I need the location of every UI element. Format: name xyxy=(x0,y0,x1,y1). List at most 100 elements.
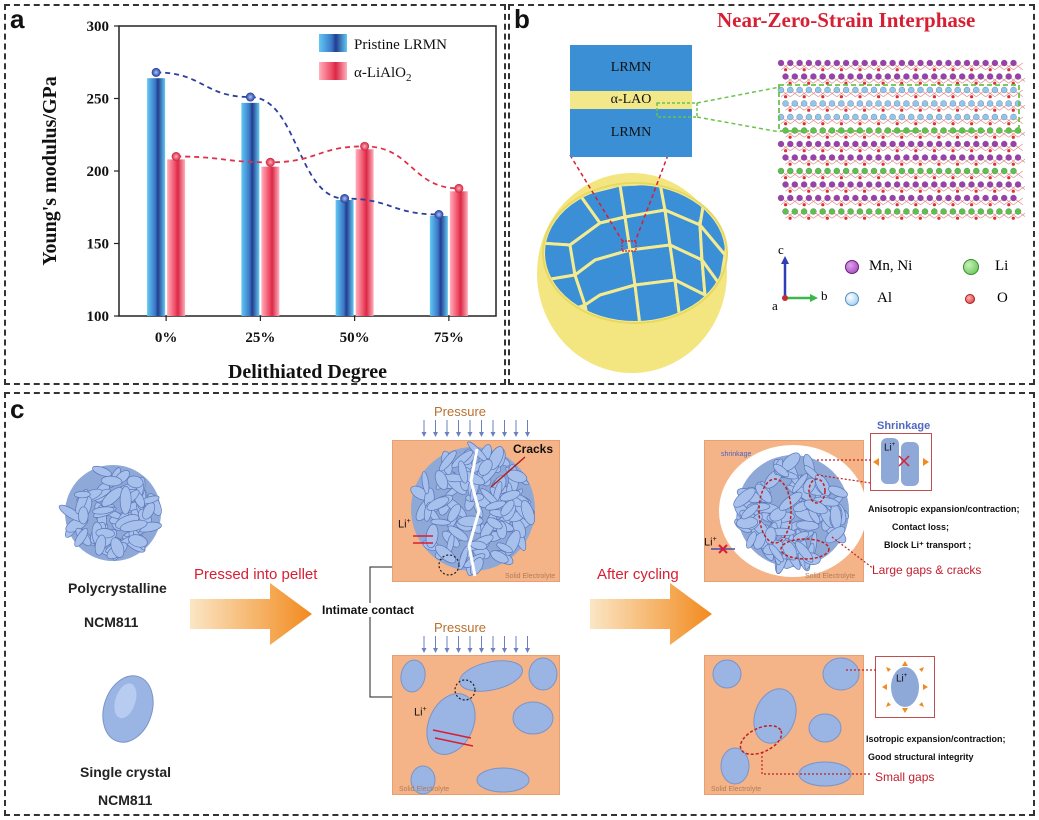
particle-illustration xyxy=(537,173,728,373)
shrinkage-label: Shrinkage xyxy=(877,420,931,432)
single-crystal-particle xyxy=(102,675,154,743)
pressure-top-label: Pressure xyxy=(434,404,487,419)
pressure-top-arrows xyxy=(421,420,530,437)
shrinkage-li: Li+ xyxy=(884,442,896,454)
bar-lialo2 xyxy=(449,191,468,316)
dot-pristine xyxy=(151,67,161,77)
axes-indicator xyxy=(781,256,818,302)
mn-ni-label: Mn, Ni xyxy=(869,258,913,274)
o-label: O xyxy=(997,290,1008,306)
poly-label-1: Polycrystalline xyxy=(68,580,167,596)
layer-alao-label: α-LAO xyxy=(610,92,652,107)
cycled-bottom-connector xyxy=(846,669,876,671)
bar-lialo2 xyxy=(261,166,280,316)
cracks-label: Cracks xyxy=(513,442,554,456)
polycrystalline-particle xyxy=(58,465,162,561)
cycled-top-connectors xyxy=(816,459,872,484)
li-label-top: Li+ xyxy=(398,518,411,531)
bar-pristine xyxy=(335,200,354,316)
panel-c xyxy=(4,392,1035,816)
dot-pristine xyxy=(340,194,350,204)
cycled-poly-se-label: Solid Electrolyte xyxy=(805,573,856,580)
intimate-label: Intimate contact xyxy=(322,603,415,617)
panel-b-title: Near-Zero-Strain Interphase xyxy=(717,8,976,32)
cycled-poly-grains xyxy=(711,445,867,577)
green-zoom-lines xyxy=(656,86,781,133)
bar-pristine xyxy=(429,215,448,316)
layer-lrmn-top: LRMN xyxy=(570,45,692,91)
dot-lialo2 xyxy=(265,157,275,167)
x-tick-label: 25% xyxy=(245,330,275,346)
dot-pristine xyxy=(245,92,255,102)
y-tick-label: 250 xyxy=(87,92,110,108)
dot-pristine xyxy=(434,210,444,219)
y-axis-label: Young's modulus/GPa xyxy=(39,76,61,266)
y-tick-label: 100 xyxy=(87,309,110,325)
isotropic-li-text: Li xyxy=(896,673,904,685)
bar-lialo2 xyxy=(167,159,186,316)
y-tick-label: 200 xyxy=(87,164,110,180)
li-dot xyxy=(963,259,979,275)
panel-b xyxy=(508,4,1035,385)
pellet-single: Solid Electrolyte xyxy=(392,655,560,795)
x-tick-label: 75% xyxy=(434,330,464,346)
pressure-bottom-arrows xyxy=(421,636,530,653)
y-tick-label: 150 xyxy=(87,237,110,253)
panel-a xyxy=(4,4,506,385)
zoom-lines xyxy=(569,154,669,243)
isotropic-li: Li+ xyxy=(896,673,908,685)
al-label: Al xyxy=(877,290,892,306)
bar-pristine xyxy=(241,102,260,316)
cycled-single-se-label: Solid Electrolyte xyxy=(711,786,762,793)
layer-lrmn-bottom-label: LRMN xyxy=(610,125,652,140)
atom-legend: Mn, Ni Li Al O xyxy=(845,256,1030,316)
li-label: Li xyxy=(995,258,1009,274)
pellet-poly-grains xyxy=(410,441,535,577)
mn-ni-dot xyxy=(845,260,859,274)
legend-swatch-pristine xyxy=(319,34,347,52)
li-label-cycled: Li+ xyxy=(704,536,717,549)
li-label-bottom: Li+ xyxy=(414,706,427,719)
shrinkage-li-text: Li xyxy=(884,442,892,454)
isotropic-inset-art xyxy=(882,661,928,713)
large-gaps-label: Large gaps & cracks xyxy=(872,563,982,577)
x-axis-label: Delithiated Degree xyxy=(228,361,387,383)
shrinkage-small-label: shrinkage xyxy=(721,451,752,458)
crystal-lattice xyxy=(777,59,1025,220)
cycled-single: Solid Electrolyte xyxy=(704,655,864,795)
small-gaps-connector xyxy=(761,752,870,775)
panel-a-label: a xyxy=(10,4,25,34)
iso-line-1: Isotropic expansion/contraction; xyxy=(866,734,1006,744)
layer-alao: α-LAO xyxy=(570,91,692,109)
panel-b-label: b xyxy=(514,4,530,34)
pellet-poly: Solid Electrolyte xyxy=(392,440,560,582)
pellet-poly-se-label: Solid Electrolyte xyxy=(505,573,556,580)
axis-a-label: a xyxy=(772,298,778,313)
legend-swatch-lialo2 xyxy=(319,62,347,80)
small-gaps-label: Small gaps xyxy=(875,770,935,784)
legend-label-lialo2: α-LiAlO2 xyxy=(354,65,412,84)
panel-c-label: c xyxy=(10,394,25,424)
x-tick-label: 50% xyxy=(340,330,370,346)
li-label-cycled-text: Li xyxy=(704,536,713,549)
aniso-line-1: Anisotropic expansion/contraction; xyxy=(868,504,1020,514)
pellet-single-se-label: Solid Electrolyte xyxy=(399,786,450,793)
axis-c-label: c xyxy=(778,242,784,257)
dot-lialo2 xyxy=(171,152,181,161)
x-tick-label: 0% xyxy=(155,330,178,346)
pellet-single-grains xyxy=(400,657,558,795)
li-label-bottom-text: Li xyxy=(414,706,423,719)
axis-b-label: b xyxy=(821,288,828,303)
layer-lrmn-top-label: LRMN xyxy=(610,60,652,75)
poly-label-2: NCM811 xyxy=(84,614,139,630)
dot-lialo2 xyxy=(454,183,464,193)
shrinkage-inset-art xyxy=(873,438,929,486)
after-label: After cycling xyxy=(597,566,679,583)
o-dot xyxy=(965,294,975,304)
pressed-label: Pressed into pellet xyxy=(194,566,318,583)
single-label-2: NCM811 xyxy=(98,792,153,808)
trend-lialo2 xyxy=(176,145,459,190)
layer-lrmn-bottom: LRMN xyxy=(570,109,692,157)
bar-lialo2 xyxy=(355,149,374,316)
